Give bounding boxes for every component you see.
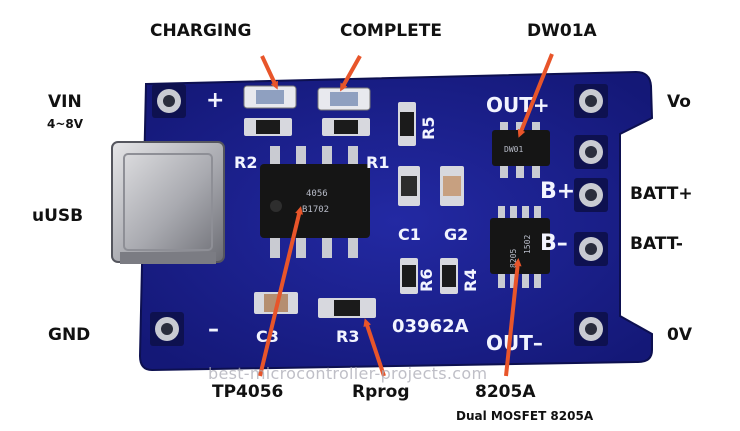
- pad-zero-v: [574, 312, 608, 346]
- silk-r5: R5: [419, 117, 438, 140]
- label-rprog: Rprog: [352, 382, 410, 402]
- dw01a-chip: DW01: [492, 122, 550, 178]
- micro-usb-connector: [111, 141, 225, 264]
- label-vo: Vo: [667, 92, 691, 112]
- label-zero-v: 0V: [667, 325, 692, 345]
- arrow-charging: [260, 55, 278, 90]
- silk-minus: –: [208, 317, 219, 342]
- resistor-r1-smd: [322, 118, 370, 136]
- dw01a-chip-marking: DW01: [504, 145, 523, 154]
- arrow-rprog: [363, 318, 386, 377]
- label-usb: uUSB: [32, 206, 84, 226]
- silk-b-minus: B–: [540, 231, 568, 256]
- label-complete: COMPLETE: [340, 21, 442, 41]
- resistor-r2-smd: [244, 118, 292, 136]
- silk-c1: C1: [398, 225, 421, 244]
- silk-r2: R2: [234, 153, 257, 172]
- led-charging: [243, 85, 297, 109]
- resistor-r4-smd: [440, 258, 458, 294]
- tp4056-chip: 4056 B1702: [260, 146, 370, 258]
- pad-vin-left: [152, 84, 186, 118]
- mosfet-chip-marking-1: 8205: [509, 249, 518, 268]
- arrow-tp4056: [258, 206, 303, 377]
- label-batt-minus: BATT-: [630, 234, 683, 254]
- pad-batt-plus-2: [574, 178, 608, 212]
- label-batt-plus: BATT+: [630, 184, 693, 204]
- resistor-rprog-smd: [318, 298, 376, 318]
- label-vin-range: 4~8V: [47, 117, 84, 131]
- capacitor-c1-smd: [398, 166, 420, 206]
- label-dw01a: DW01A: [527, 21, 597, 41]
- silk-plus: +: [206, 88, 224, 113]
- silk-b-plus: B+: [540, 179, 575, 204]
- mosfet-8205a-chip: 8205 1502: [490, 206, 550, 288]
- label-charging: CHARGING: [150, 21, 252, 41]
- arrow-complete: [340, 55, 362, 92]
- tp4056-chip-marking-1: 4056: [306, 189, 328, 199]
- pad-vo: [574, 84, 608, 118]
- silk-r4: R4: [461, 269, 480, 292]
- pad-batt-plus: [574, 135, 608, 169]
- label-tp4056: TP4056: [212, 382, 284, 402]
- capacitor-g2-smd: [440, 166, 464, 206]
- label-mosfet: 8205A: [475, 382, 536, 402]
- arrow-dw01a: [517, 53, 554, 138]
- tp4056-chip-marking-2: B1702: [302, 205, 329, 215]
- silk-c3: C3: [256, 327, 279, 346]
- label-mosfet-desc: Dual MOSFET 8205A: [456, 409, 594, 423]
- arrow-mosfet: [504, 258, 522, 377]
- pad-batt-minus: [574, 232, 608, 266]
- resistor-r5-smd: [398, 102, 416, 146]
- silk-r1: R1: [366, 153, 389, 172]
- label-vin: VIN: [48, 92, 82, 112]
- silk-board-code: 03962A: [392, 316, 469, 337]
- label-gnd: GND: [48, 325, 91, 345]
- silk-out-plus: OUT+: [486, 93, 550, 117]
- mosfet-chip-marking-2: 1502: [523, 235, 532, 254]
- pad-gnd-left: [150, 312, 184, 346]
- led-complete: [317, 87, 371, 111]
- silk-g2: G2: [444, 225, 468, 244]
- silk-r6: R6: [417, 269, 436, 292]
- watermark-text: best-microcontroller-projects.com: [208, 364, 488, 383]
- silk-out-minus: OUT–: [486, 331, 543, 355]
- resistor-r6-smd: [400, 258, 418, 294]
- silk-r3: R3: [336, 327, 359, 346]
